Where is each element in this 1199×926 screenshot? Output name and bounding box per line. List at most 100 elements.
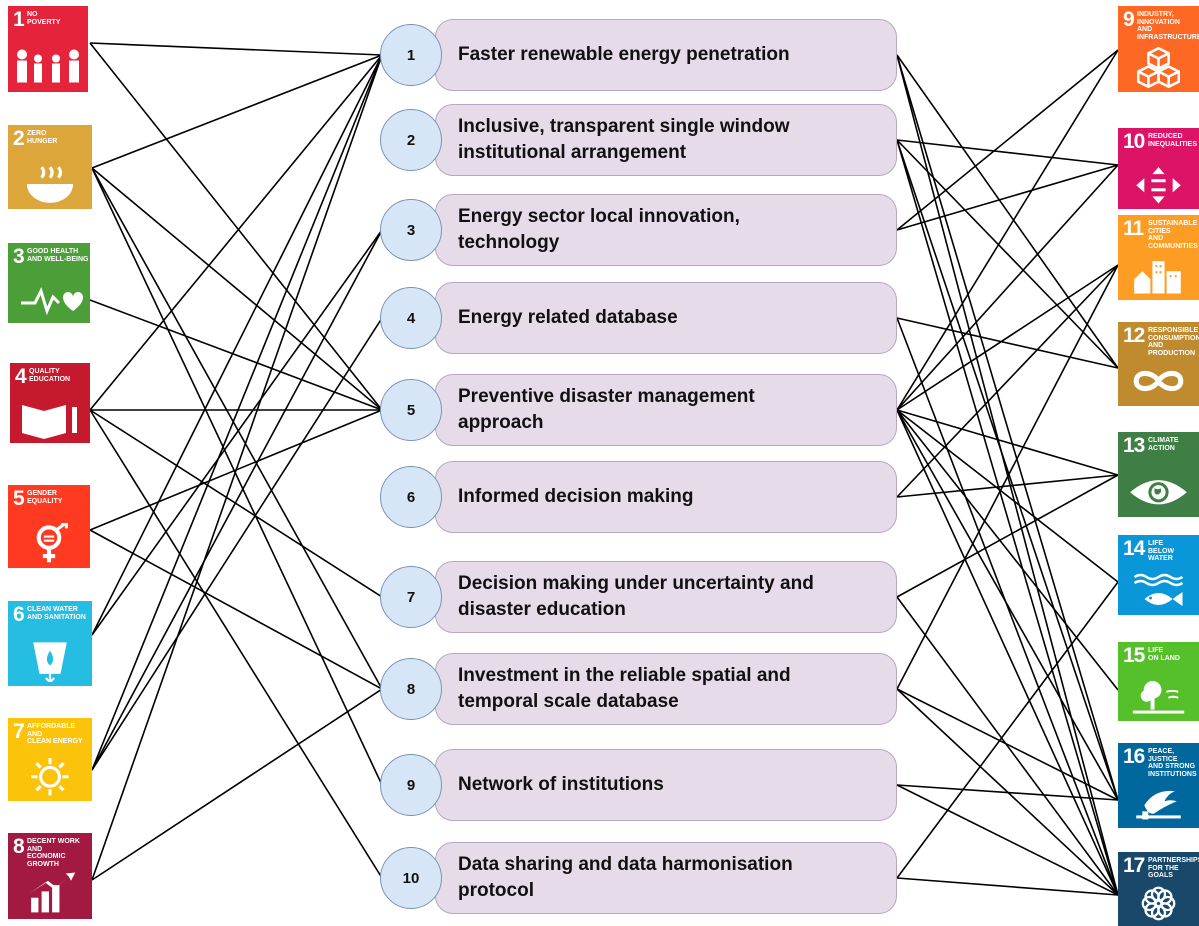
recommendation-2-pill: Inclusive, transparent single window ins…	[435, 104, 897, 176]
sdg-number: 15	[1123, 644, 1145, 667]
link-sdg6-rec1	[91, 54, 383, 636]
recommendation-7-number: 7	[380, 566, 442, 628]
sdg-title: Good health and well-being	[27, 248, 89, 263]
sdg-13-tile: 13Climate action	[1118, 432, 1199, 517]
link-rec5-sdg14	[896, 409, 1119, 583]
growth-chart-icon	[8, 872, 92, 915]
sun-icon	[8, 756, 92, 798]
link-rec10-sdg17	[896, 877, 1119, 896]
link-rec7-sdg13	[896, 474, 1119, 598]
recommendation-label: Energy related database	[458, 307, 678, 328]
sdg-3-tile: 3Good health and well-being	[8, 243, 90, 323]
sdg-title: No poverty	[27, 11, 61, 26]
sdg-number: 12	[1123, 324, 1145, 347]
eye-globe-icon	[1118, 471, 1199, 514]
link-sdg3-rec5	[89, 299, 383, 411]
link-rec2-sdg10	[896, 139, 1119, 166]
recommendation-9-number: 9	[380, 754, 442, 816]
sdg-title: Gender equality	[27, 490, 63, 505]
recommendation-5-number: 5	[380, 379, 442, 441]
link-rec2-sdg12	[896, 139, 1119, 369]
link-rec2-sdg16	[896, 139, 1119, 801]
link-rec9-sdg17	[896, 784, 1119, 896]
link-sdg5-rec8	[89, 529, 383, 690]
sdg-number: 5	[13, 487, 25, 510]
equality-icon	[1118, 165, 1199, 206]
sdg-title: Partnerships for the goals	[1148, 857, 1199, 879]
sdg-number: 17	[1123, 854, 1145, 877]
sdg-title: Peace, justice and strong institutions	[1148, 748, 1197, 778]
sdg-number: 11	[1123, 217, 1144, 240]
sdg-16-tile: 16Peace, justice and strong institutions	[1118, 743, 1199, 828]
gender-icon	[8, 521, 90, 565]
recommendation-4-number: 4	[380, 287, 442, 349]
sdg-12-tile: 12Responsible consumption and production	[1118, 322, 1199, 406]
sdg-number: 2	[13, 127, 25, 150]
recommendation-3-number: 3	[380, 199, 442, 261]
sdg-number: 7	[13, 720, 25, 743]
link-sdg7-rec1	[91, 54, 383, 771]
sdg-2-tile: 2Zero hunger	[8, 125, 92, 209]
recommendation-label: Energy sector local innovation, technolo…	[458, 206, 740, 253]
sdg-number: 14	[1123, 537, 1145, 560]
link-sdg7-rec4	[91, 317, 383, 771]
sdg-7-tile: 7Affordable and clean energy	[8, 718, 92, 801]
recommendation-label: Decision making under uncertainty and di…	[458, 573, 814, 620]
recommendation-4-pill: Energy related database	[435, 282, 897, 354]
link-rec9-sdg16	[896, 784, 1119, 801]
link-rec10-sdg14	[896, 581, 1119, 879]
dove-icon	[1118, 782, 1199, 825]
sdg-title: Affordable and clean energy	[27, 723, 83, 745]
recommendation-1-pill: Faster renewable energy penetration	[435, 19, 897, 91]
link-rec1-sdg16	[896, 54, 1119, 801]
sdg-title: Decent work and economic growth	[27, 838, 80, 868]
sdg-number: 8	[13, 835, 25, 858]
city-icon	[1118, 254, 1199, 297]
sdg-17-tile: 17Partnerships for the goals	[1118, 852, 1199, 926]
sdg-title: Clean water and sanitation	[27, 606, 86, 621]
sdg-number: 1	[13, 8, 25, 31]
cubes-icon	[1118, 45, 1199, 89]
sdg-title: Zero hunger	[27, 130, 58, 145]
link-sdg2-rec1	[91, 54, 383, 169]
sdg-6-tile: 6Clean water and sanitation	[8, 601, 92, 686]
recommendation-6-pill: Informed decision making	[435, 461, 897, 533]
recommendation-label: Network of institutions	[458, 774, 664, 795]
sdg-14-tile: 14Life below water	[1118, 535, 1199, 615]
link-rec1-sdg12	[896, 54, 1119, 369]
link-sdg7-rec3	[91, 229, 383, 771]
sdg-title: Life below water	[1148, 540, 1175, 562]
recommendation-8-number: 8	[380, 658, 442, 720]
link-sdg4-rec1	[89, 54, 383, 411]
water-drop-icon	[8, 640, 92, 684]
sdg-title: Quality education	[29, 368, 71, 383]
recommendation-6-number: 6	[380, 466, 442, 528]
sdg-title: Reduced inequalities	[1148, 133, 1198, 148]
recommendation-2-number: 2	[380, 109, 442, 171]
link-rec5-sdg13	[896, 409, 1119, 476]
sdg-number: 10	[1123, 130, 1145, 153]
sdg-title: Responsible consumption and production	[1148, 327, 1199, 357]
link-rec5-sdg15	[896, 409, 1119, 691]
sdg-1-tile: 1No poverty	[8, 6, 88, 92]
recommendation-1-number: 1	[380, 24, 442, 86]
link-sdg4-rec10	[89, 409, 383, 879]
recommendation-8-pill: Investment in the reliable spatial and t…	[435, 653, 897, 725]
link-rec5-sdg9	[896, 49, 1119, 411]
recommendation-label: Investment in the reliable spatial and t…	[458, 665, 791, 712]
book-icon	[10, 399, 90, 439]
link-rec5-sdg11	[896, 264, 1119, 411]
sdg-title: Industry, innovation and infrastructure	[1137, 11, 1199, 41]
link-rec7-sdg17	[896, 596, 1119, 896]
sdg-number: 9	[1123, 8, 1135, 31]
infinity-icon	[1118, 360, 1199, 402]
link-rec6-sdg11	[896, 264, 1119, 498]
link-rec4-sdg12	[896, 317, 1119, 369]
link-rec3-sdg9	[896, 49, 1119, 231]
link-sdg2-rec5	[91, 167, 383, 411]
sdg-5-tile: 5Gender equality	[8, 485, 90, 568]
recommendation-label: Informed decision making	[458, 486, 694, 507]
